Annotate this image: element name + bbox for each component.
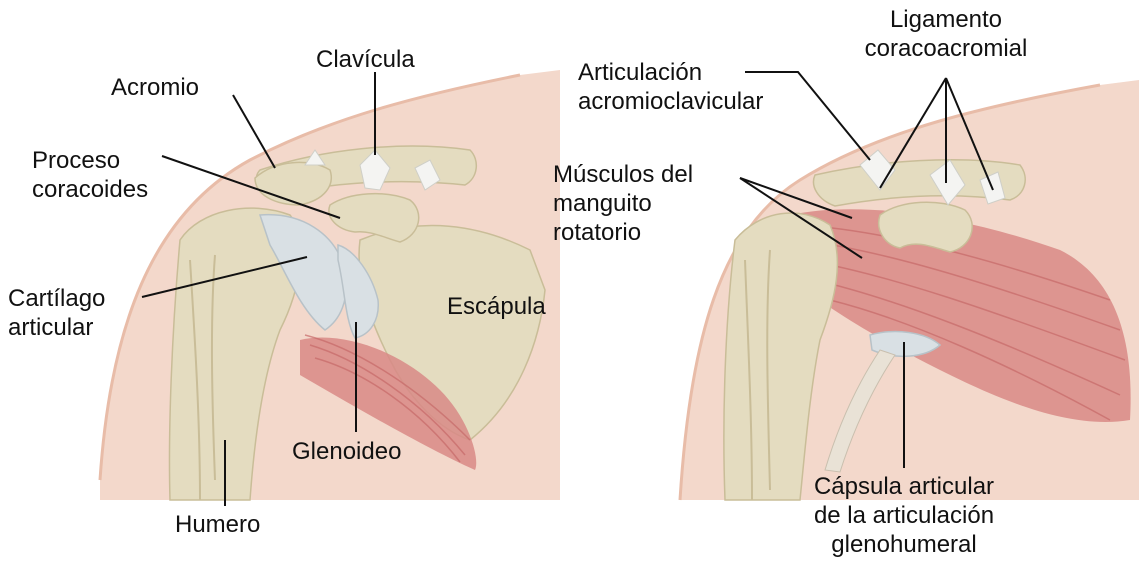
label-musculos-line2: manguito — [553, 189, 693, 218]
label-ligamento-line1: Ligamento — [846, 5, 1046, 34]
label-musculos-line1: Músculos del — [553, 160, 693, 189]
label-ligamento-line2: coracoacromial — [846, 34, 1046, 63]
label-proceso-line1: Proceso — [32, 146, 148, 175]
label-clavicula: Clavícula — [316, 45, 415, 74]
label-acromio: Acromio — [111, 73, 199, 102]
label-articulacion-line2: acromioclavicular — [578, 87, 763, 116]
label-articulacion-acromioclavicular: Articulación acromioclavicular — [578, 58, 763, 116]
label-cartilago-articular: Cartílago articular — [8, 284, 105, 342]
label-cartilago-line1: Cartílago — [8, 284, 105, 313]
leader-articulacion — [745, 72, 870, 160]
label-musculos-line3: rotatorio — [553, 218, 693, 247]
label-capsula-line2: de la articulación — [784, 501, 1024, 530]
label-humero: Humero — [175, 510, 260, 539]
right-coracoid — [879, 202, 973, 252]
label-proceso-line2: coracoides — [32, 175, 148, 204]
label-capsula-line3: glenohumeral — [784, 530, 1024, 559]
label-glenoideo: Glenoideo — [292, 437, 401, 466]
label-articulacion-line1: Articulación — [578, 58, 763, 87]
label-capsula-articular: Cápsula articular de la articulación gle… — [784, 472, 1024, 559]
label-cartilago-line2: articular — [8, 313, 105, 342]
label-escapula: Escápula — [447, 292, 546, 321]
left-shoulder-view — [100, 70, 560, 500]
label-proceso-coracoides: Proceso coracoides — [32, 146, 148, 204]
label-capsula-line1: Cápsula articular — [784, 472, 1024, 501]
label-ligamento-coracoacromial: Ligamento coracoacromial — [846, 5, 1046, 63]
right-shoulder-view — [680, 80, 1139, 500]
label-musculos-manguito-rotatorio: Músculos del manguito rotatorio — [553, 160, 693, 247]
